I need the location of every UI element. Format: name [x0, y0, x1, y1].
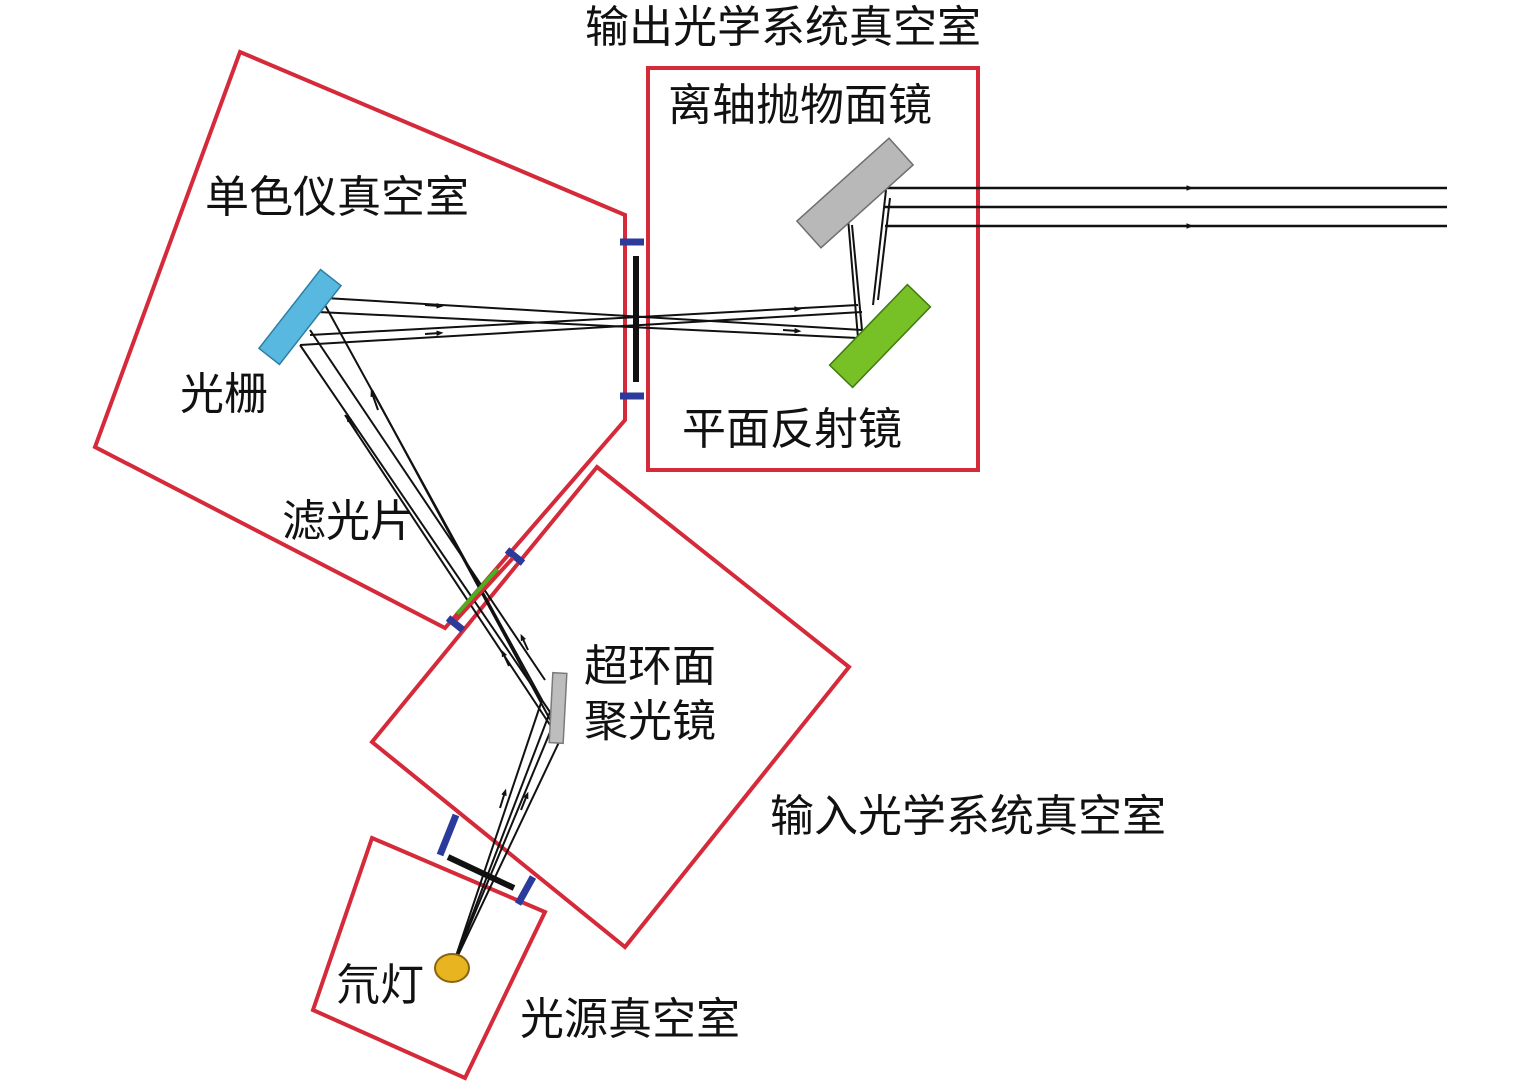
- label-toroidal-line2: 聚光镜: [584, 695, 716, 747]
- source-window-left: [436, 813, 460, 857]
- toroidal-focusing-mirror: [548, 671, 568, 745]
- label-toroidal-line1: 超环面: [584, 641, 716, 692]
- label-filter: 滤光片: [282, 496, 414, 547]
- label-plane-mirror: 平面反射镜: [682, 404, 902, 455]
- beam-arrows-monochromator: [346, 389, 529, 667]
- label-output-chamber: 输出光学系统真空室: [585, 2, 981, 53]
- monochromator-chamber: [92, 49, 627, 631]
- entrance-slit: [446, 854, 516, 891]
- plane-mirror: [828, 283, 932, 389]
- input-optics-chamber: [369, 464, 852, 950]
- beam-plane-to-parabolic: [847, 189, 891, 339]
- source-window-right: [514, 875, 537, 906]
- output-optics-chamber: [646, 66, 980, 472]
- output-beam-arrows: [1170, 185, 1194, 229]
- label-input-chamber: 输入光学系统真空室: [770, 791, 1166, 842]
- beam-arrows-middle: [424, 302, 802, 337]
- label-lamp: 氘灯: [336, 960, 424, 1011]
- beam-grating-to-plane-mirror: [299, 297, 863, 346]
- beam-lamp-to-toroidal: [451, 699, 561, 969]
- grating: [257, 268, 343, 366]
- light-source-chamber: [310, 835, 548, 1081]
- off-axis-parabolic-mirror: [795, 137, 915, 249]
- label-toroidal-mirror: 超环面 聚光镜: [584, 640, 716, 749]
- deuterium-lamp: [434, 953, 470, 983]
- output-beams: [885, 186, 1447, 228]
- label-source-chamber: 光源真空室: [520, 994, 740, 1045]
- filter-window-left: [445, 615, 466, 633]
- label-grating: 光栅: [180, 369, 268, 420]
- filter-window-right: [504, 547, 526, 566]
- label-off-axis-mirror: 离轴抛物面镜: [668, 80, 932, 131]
- label-monochromator-chamber: 单色仪真空室: [205, 172, 469, 223]
- beam-arrows-input: [499, 788, 529, 811]
- filter: [455, 567, 502, 617]
- beam-toroidal-to-grating: [299, 304, 561, 741]
